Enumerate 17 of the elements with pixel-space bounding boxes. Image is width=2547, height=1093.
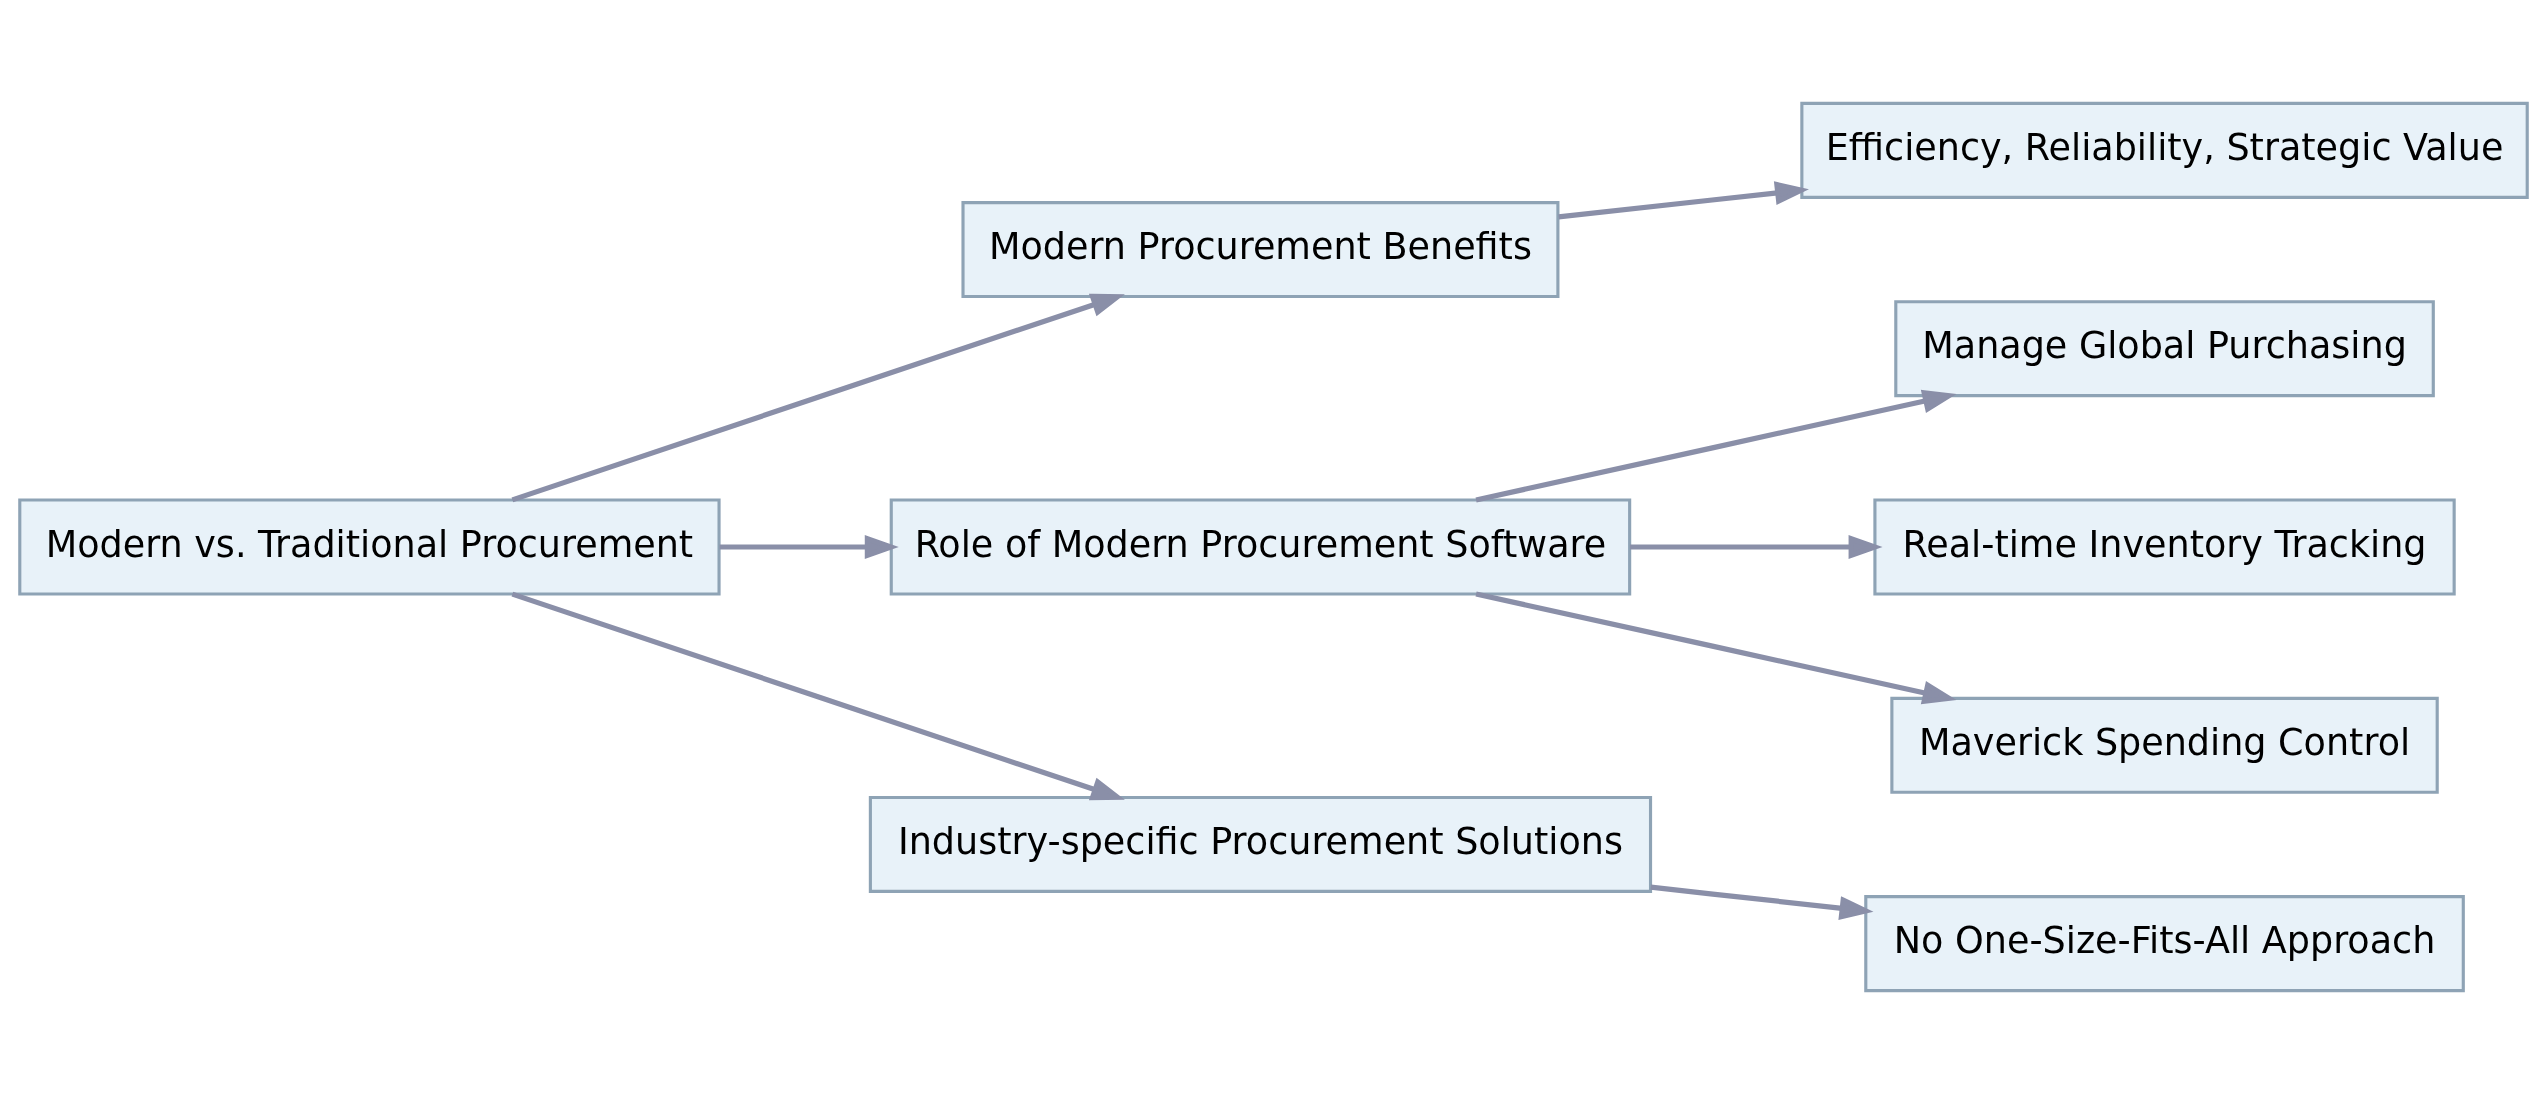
- arrow: [511, 293, 1125, 502]
- arrow: [1475, 590, 1957, 704]
- node-box: Modern Procurement Benefits: [961, 200, 1560, 298]
- node-box: Manage Global Purchasing: [1894, 299, 2435, 397]
- arrow: [1629, 534, 1883, 559]
- node-box: Industry-specific Procurement Solutions: [868, 795, 1653, 893]
- node-box: Real-time Inventory Tracking: [1873, 497, 2456, 596]
- arrow: [511, 591, 1125, 800]
- arrow: [719, 534, 899, 559]
- node-box: Maverick Spending Control: [1890, 696, 2439, 794]
- node-box: No One-Size-Fits-All Approach: [1864, 894, 2465, 992]
- arrow: [1558, 180, 1809, 220]
- node-box: Role of Modern Procurement Software: [889, 497, 1632, 596]
- arrow: [1650, 884, 1874, 920]
- node-box: Efficiency, Reliability, Strategic Value: [1800, 101, 2529, 199]
- node-box: Modern vs. Traditional Procurement: [18, 497, 721, 596]
- arrow: [1475, 389, 1957, 503]
